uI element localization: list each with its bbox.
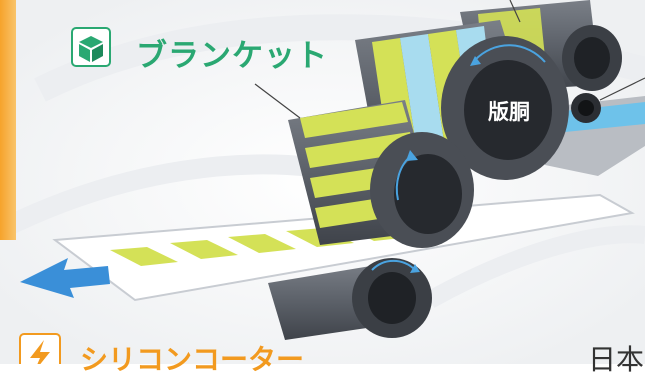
cube-icon bbox=[71, 27, 111, 67]
blanket-label: ブランケット bbox=[136, 38, 328, 74]
printed-stripe bbox=[228, 234, 296, 253]
rotation-arrow bbox=[474, 44, 546, 63]
back-roller-leader-line bbox=[509, 0, 521, 23]
blanket-leader-line bbox=[254, 83, 301, 119]
printing-press-diagram bbox=[0, 0, 645, 364]
lightning-icon bbox=[19, 333, 61, 364]
ink-roller-leader-line bbox=[599, 77, 645, 101]
impression-cylinder-hub bbox=[368, 272, 416, 324]
back-roller-hub bbox=[574, 37, 610, 79]
printed-stripe bbox=[110, 247, 178, 266]
rotation-arrow-head bbox=[410, 264, 420, 273]
rotation-arrow-head bbox=[406, 150, 418, 161]
paper-direction-arrow bbox=[20, 258, 110, 298]
blanket-cylinder-hub bbox=[394, 154, 462, 234]
rotation-arrow-head bbox=[470, 56, 481, 66]
printed-stripe bbox=[170, 240, 238, 259]
partial-text: 日本 bbox=[588, 343, 645, 376]
impression-cylinder bbox=[268, 258, 432, 340]
blanket-cylinder bbox=[254, 83, 474, 248]
plate-cylinder-hub bbox=[464, 60, 552, 160]
rotation-arrow bbox=[371, 260, 416, 271]
plate-cylinder-label: 版胴 bbox=[488, 100, 530, 124]
ink-roller-hub bbox=[578, 100, 594, 116]
silicone-coater-label: シリコンコーター bbox=[80, 343, 305, 376]
orange-edge-strip bbox=[0, 0, 16, 240]
blanket-stripe bbox=[305, 132, 415, 168]
blanket-stripe bbox=[300, 102, 408, 138]
background-swirl bbox=[425, 225, 645, 308]
